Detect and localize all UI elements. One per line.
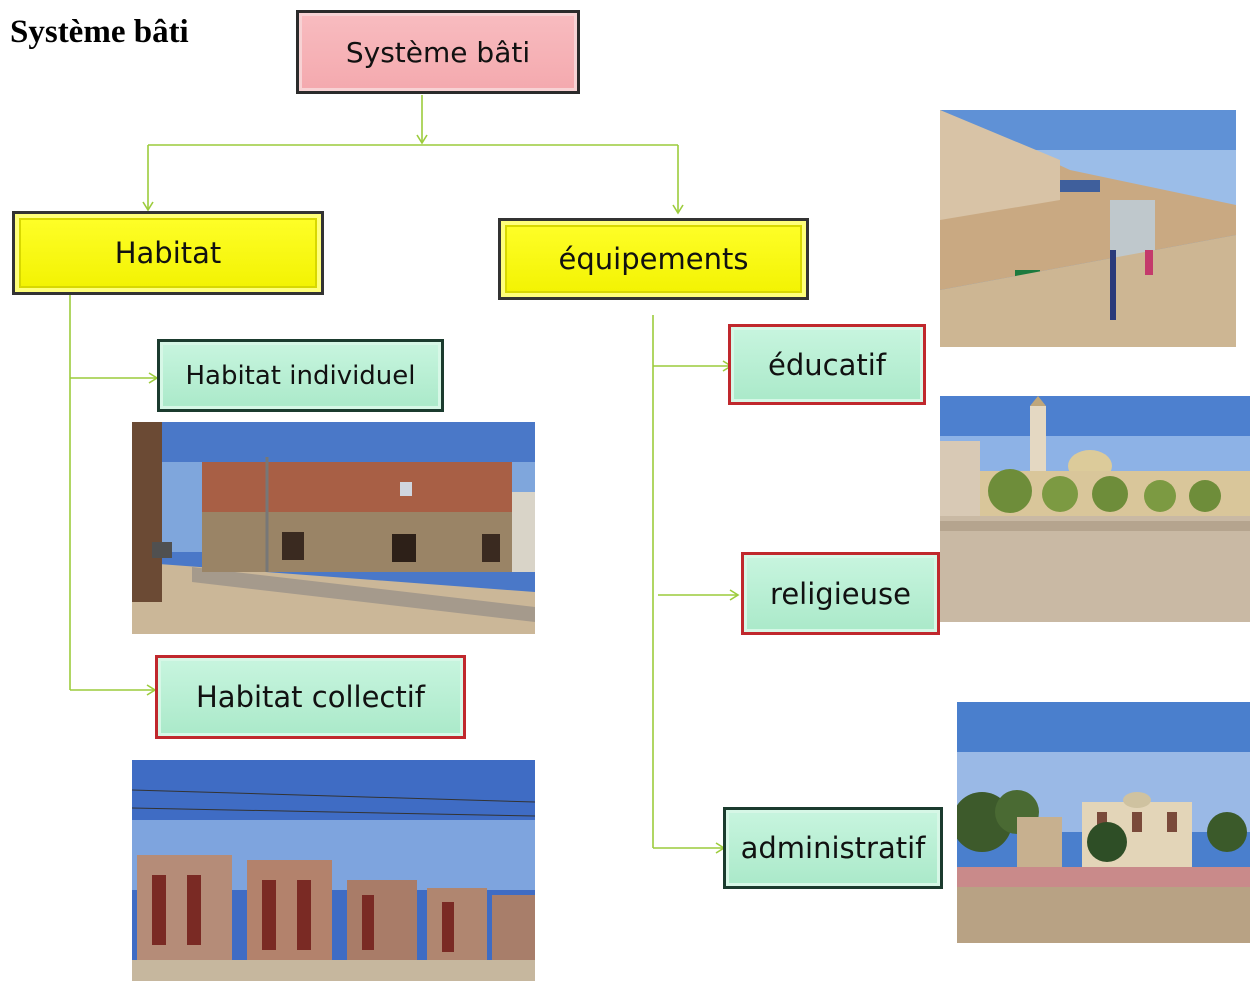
photo-religieuse-mosquee — [940, 396, 1250, 622]
habitat-node: Habitat — [12, 211, 324, 295]
photo-habitat-individuel — [132, 422, 535, 634]
religieuse-node: religieuse — [741, 552, 940, 635]
habitat-individuel-node: Habitat individuel — [157, 339, 444, 412]
photo-administratif — [957, 702, 1250, 943]
educatif-node: éducatif — [728, 324, 926, 405]
equipements-node: équipements — [498, 218, 809, 300]
photo-habitat-collectif — [132, 760, 535, 981]
habitat-collectif-node: Habitat collectif — [155, 655, 466, 739]
photo-educatif-ecole — [940, 110, 1236, 347]
ecole-caption: Ecole primaire — [1006, 344, 1208, 377]
page-title: Système bâti — [10, 14, 189, 50]
root-node: Système bâti — [296, 10, 580, 94]
administratif-node: administratif — [723, 807, 943, 889]
